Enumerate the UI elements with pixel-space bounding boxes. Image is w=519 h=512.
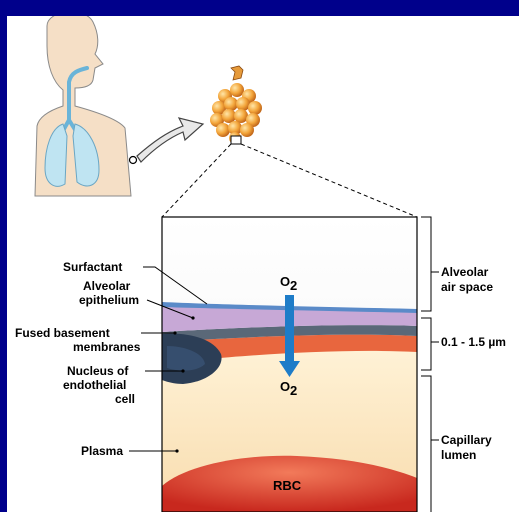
zoom-arrow	[137, 118, 203, 162]
zoom-line-left	[162, 144, 231, 217]
air-space-label-2: air space	[441, 280, 493, 294]
thickness-bracket	[421, 318, 431, 370]
capillary-label-2: lumen	[441, 448, 476, 462]
air-space-label-1: Alveolar	[441, 265, 489, 279]
surfactant-label: Surfactant	[63, 260, 122, 274]
air-space-bracket	[421, 217, 431, 311]
alveolus-marker	[130, 157, 137, 164]
o2-arrow-shaft	[285, 295, 294, 363]
fused-membranes-label-2: membranes	[73, 340, 141, 354]
fused-membranes-label-1: Fused basement	[15, 326, 110, 340]
capillary-label-1: Capillary	[441, 433, 492, 447]
alveolar-epithelium-label-2: epithelium	[79, 293, 139, 307]
svg-text:O: O	[280, 379, 290, 394]
svg-text:2: 2	[290, 278, 297, 293]
diagram-panel: O 2 O 2 RBC Surfactant Alveolar epitheli…	[7, 16, 519, 512]
nucleus-label-3: cell	[115, 392, 135, 406]
alveolar-sac-illustration	[210, 66, 262, 144]
zoom-line-right	[241, 144, 417, 217]
svg-text:2: 2	[290, 383, 297, 398]
thickness-label: 0.1 - 1.5 µm	[441, 335, 506, 349]
svg-text:O: O	[280, 274, 290, 289]
nucleus-label-1: Nucleus of	[67, 364, 129, 378]
alveolar-epithelium-label-1: Alveolar	[83, 279, 131, 293]
magnified-region-box	[231, 136, 241, 144]
nucleus-label-2: endothelial	[63, 378, 126, 392]
plasma-label: Plasma	[81, 444, 123, 458]
human-body-illustration	[35, 16, 137, 196]
rbc-label: RBC	[273, 478, 302, 493]
capillary-bracket	[421, 376, 431, 512]
alveolar-capillary-diagram: O 2 O 2 RBC Surfactant Alveolar epitheli…	[7, 16, 519, 512]
